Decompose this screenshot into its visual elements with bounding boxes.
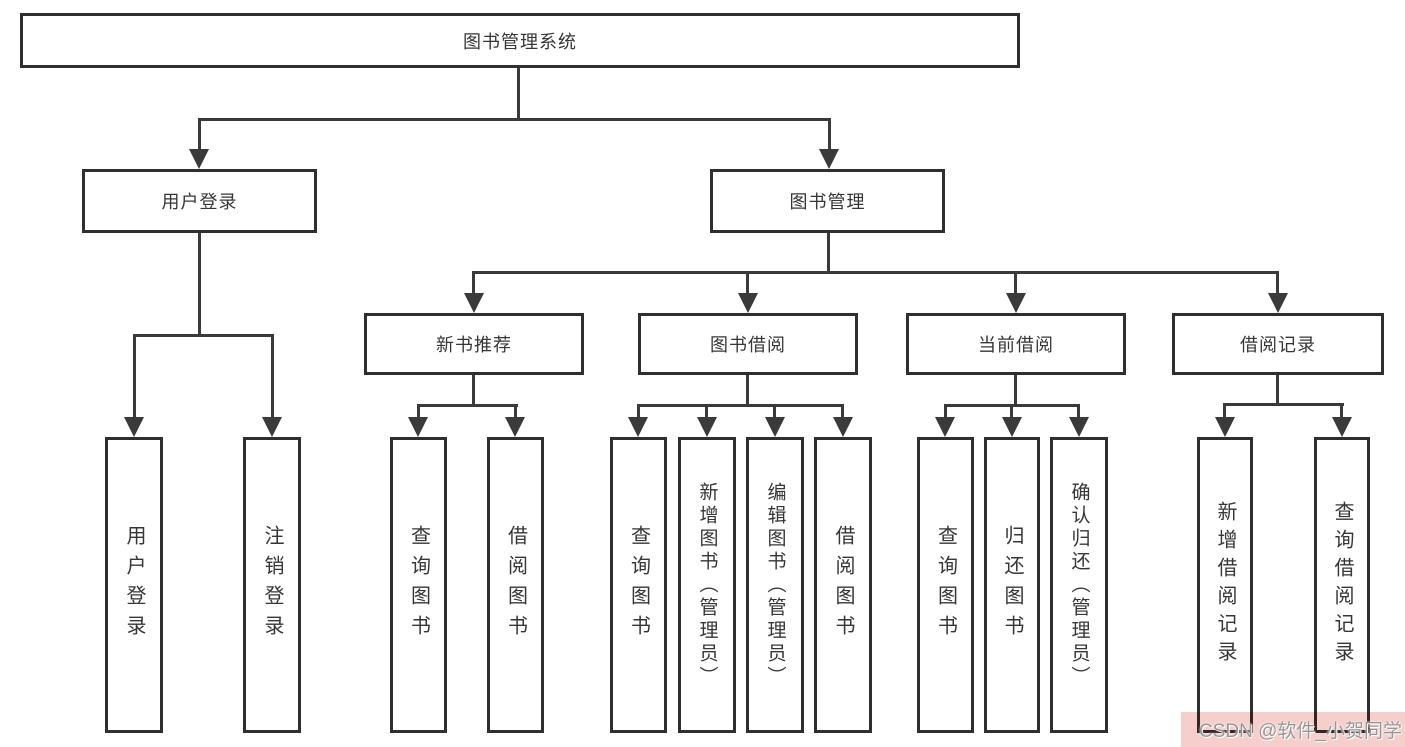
node-book-management: 图书管理: [710, 169, 945, 233]
connector-line: [705, 404, 708, 419]
arrow-down-icon: [464, 293, 484, 313]
arrow-down-icon: [765, 417, 785, 437]
connector-line: [517, 68, 520, 120]
node-cb-confirm-return-admin: 确认归还（管理员）: [1050, 437, 1108, 733]
arrow-down-icon: [738, 293, 758, 313]
arrow-down-icon: [124, 417, 144, 437]
node-cb-return-books-label: 归还图书: [1001, 525, 1023, 645]
node-bb-edit-books-admin: 编辑图书（管理员）: [746, 437, 804, 733]
node-current-borrow-label: 当前借阅: [978, 335, 1054, 355]
node-root-label: 图书管理系统: [463, 31, 577, 52]
arrow-down-icon: [935, 417, 955, 437]
node-book-management-label: 图书管理: [789, 192, 866, 212]
connector-line: [472, 375, 475, 407]
node-user-login-branch-label: 用户登录: [161, 192, 238, 212]
node-borrow-records-label: 借阅记录: [1240, 335, 1316, 355]
node-bb-add-books-admin: 新增图书（管理员）: [678, 437, 736, 733]
node-new-book-recommend-label: 新书推荐: [436, 335, 512, 355]
connector-line: [1010, 404, 1013, 419]
node-br-query-record: 查询借阅记录: [1314, 437, 1370, 733]
node-cb-confirm-return-admin-label: 确认归还（管理员）: [1068, 481, 1090, 689]
connector-line: [198, 118, 831, 121]
connector-line: [637, 404, 844, 407]
node-cb-query-books-label: 查询图书: [934, 525, 957, 645]
connector-line: [514, 404, 517, 419]
connector-line: [827, 233, 830, 273]
arrow-down-icon: [505, 417, 525, 437]
connector-line: [271, 334, 274, 419]
connector-line: [746, 271, 749, 295]
connector-line: [417, 404, 420, 419]
node-nbr-query-books-label: 查询图书: [407, 525, 430, 645]
connector-line: [472, 271, 1279, 274]
node-new-book-recommend: 新书推荐: [364, 313, 584, 375]
connector-line: [472, 271, 475, 295]
node-bb-borrow-books: 借阅图书: [814, 437, 872, 733]
connector-line: [133, 334, 274, 337]
arrow-down-icon: [697, 417, 717, 437]
node-user-login-branch: 用户登录: [82, 169, 317, 233]
node-user-login-leaf-label: 用户登录: [123, 525, 145, 645]
arrow-down-icon: [1332, 417, 1352, 437]
connector-line: [841, 404, 844, 419]
arrow-down-icon: [1006, 293, 1026, 313]
watermark: CSDN @软件_小贺同学: [1181, 712, 1405, 747]
watermark-text: CSDN @软件_小贺同学: [1199, 721, 1402, 742]
node-bb-edit-books-admin-label: 编辑图书（管理员）: [764, 481, 786, 689]
connector-line: [1276, 271, 1279, 295]
node-br-add-record-label: 新增借阅记录: [1214, 501, 1236, 669]
connector-line: [1340, 403, 1343, 419]
arrow-down-icon: [1268, 293, 1288, 313]
node-nbr-borrow-books: 借阅图书: [487, 437, 544, 733]
node-nbr-query-books: 查询图书: [390, 437, 447, 733]
arrow-down-icon: [262, 417, 282, 437]
node-logout-label: 注销登录: [261, 525, 283, 645]
node-bb-query-books-label: 查询图书: [627, 525, 650, 645]
connector-line: [1014, 271, 1017, 295]
arrow-down-icon: [1215, 417, 1235, 437]
node-book-borrow: 图书借阅: [638, 313, 858, 375]
node-nbr-borrow-books-label: 借阅图书: [504, 525, 527, 645]
connector-line: [417, 404, 518, 407]
connector-line: [1077, 404, 1080, 419]
connector-line: [828, 118, 831, 152]
connector-line: [1223, 403, 1344, 406]
node-current-borrow: 当前借阅: [906, 313, 1126, 375]
connector-line: [133, 334, 136, 419]
connector-line: [637, 404, 640, 419]
node-cb-query-books: 查询图书: [917, 437, 974, 733]
node-borrow-records: 借阅记录: [1172, 313, 1384, 375]
connector-line: [1223, 403, 1226, 419]
node-bb-add-books-admin-label: 新增图书（管理员）: [696, 481, 718, 689]
connector-line: [198, 233, 201, 336]
arrow-down-icon: [628, 417, 648, 437]
connector-line: [1014, 375, 1017, 407]
node-book-borrow-label: 图书借阅: [710, 335, 786, 355]
connector-line: [198, 118, 201, 152]
node-root: 图书管理系统: [20, 13, 1020, 68]
arrow-down-icon: [1069, 417, 1089, 437]
node-bb-borrow-books-label: 借阅图书: [832, 525, 854, 645]
arrow-down-icon: [833, 417, 853, 437]
node-logout: 注销登录: [243, 437, 301, 733]
node-bb-query-books: 查询图书: [610, 437, 667, 733]
arrow-down-icon: [408, 417, 428, 437]
connector-line: [944, 404, 947, 419]
node-cb-return-books: 归还图书: [984, 437, 1040, 733]
watermark-background: [1181, 712, 1405, 747]
node-br-add-record: 新增借阅记录: [1197, 437, 1253, 733]
arrow-down-icon: [1002, 417, 1022, 437]
node-user-login-leaf: 用户登录: [105, 437, 163, 733]
connector-line: [1276, 375, 1279, 406]
arrow-down-icon: [819, 149, 839, 169]
connector-line: [773, 404, 776, 419]
connector-line: [746, 375, 749, 407]
node-br-query-record-label: 查询借阅记录: [1331, 501, 1353, 669]
arrow-down-icon: [189, 149, 209, 169]
